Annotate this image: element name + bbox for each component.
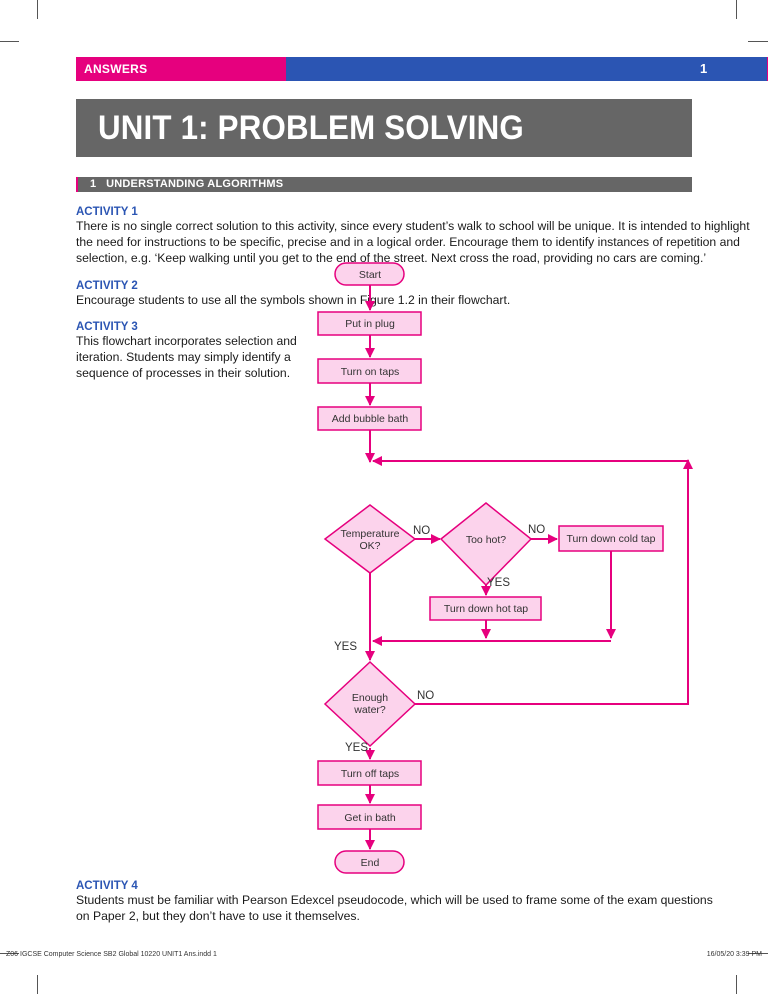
crop-mark bbox=[0, 953, 19, 954]
temperature-label: Temperature bbox=[341, 528, 400, 540]
text-line: the need for instructions to be specific… bbox=[76, 235, 740, 249]
no-label-too-hot: NO bbox=[528, 524, 545, 536]
activity-heading: ACTIVITY 1 bbox=[76, 206, 138, 218]
text-line: on Paper 2, but they don’t have to use i… bbox=[76, 909, 360, 923]
no-label-enough-water: NO bbox=[417, 690, 434, 702]
add-bubble-bath-label: Add bubble bath bbox=[332, 413, 409, 425]
footer-file-info: Z06 IGCSE Computer Science SB2 Global 10… bbox=[6, 951, 217, 958]
text-line: There is no single correct solution to t… bbox=[76, 219, 750, 233]
crop-mark bbox=[37, 0, 38, 19]
section-number: 1 bbox=[90, 178, 97, 190]
process-box-get-in-bath bbox=[317, 804, 422, 830]
end-label: End bbox=[361, 857, 380, 869]
activity-text: This flowchart incorporates selection an… bbox=[76, 333, 316, 381]
turn-down-cold-tap-label: Turn down cold tap bbox=[567, 533, 656, 545]
decision-enough-water bbox=[323, 660, 417, 748]
start-terminator bbox=[334, 262, 405, 286]
text-line: sequence of processes in their solution. bbox=[76, 366, 291, 380]
get-in-bath-label: Get in bath bbox=[344, 812, 396, 824]
crop-mark bbox=[736, 975, 737, 994]
activity-text: Students must be familiar with Pearson E… bbox=[76, 892, 713, 924]
header-section-label: ANSWERS bbox=[84, 62, 148, 76]
temperature-ok-label: OK? bbox=[359, 540, 380, 552]
water-label: water? bbox=[353, 704, 386, 716]
crop-mark bbox=[0, 41, 19, 42]
activity-text: There is no single correct solution to t… bbox=[76, 218, 750, 266]
section-heading: 1 UNDERSTANDING ALGORITHMS bbox=[90, 178, 283, 190]
yes-label-enough-water: YES bbox=[345, 742, 368, 754]
no-label-temperature: NO bbox=[413, 525, 430, 537]
activity-heading: ACTIVITY 2 bbox=[76, 280, 138, 292]
process-box-turn-down-cold-tap bbox=[558, 525, 664, 552]
section-title: UNDERSTANDING ALGORITHMS bbox=[106, 178, 284, 190]
crop-mark bbox=[37, 975, 38, 994]
turn-off-taps-label: Turn off taps bbox=[341, 768, 399, 780]
turn-on-taps-label: Turn on taps bbox=[341, 366, 400, 378]
activity-text: Encourage students to use all the symbol… bbox=[76, 292, 692, 308]
decision-too-hot bbox=[439, 502, 533, 587]
footer-timestamp: 16/05/20 3:39 PM bbox=[706, 951, 762, 958]
process-box-add-bubble-bath bbox=[317, 406, 422, 431]
unit-title: UNIT 1: PROBLEM SOLVING bbox=[98, 109, 524, 147]
loop-line bbox=[415, 461, 689, 705]
section-heading-bar: 1 UNDERSTANDING ALGORITHMS bbox=[76, 177, 692, 192]
crop-mark bbox=[736, 0, 737, 19]
text-line: This flowchart incorporates selection an… bbox=[76, 334, 297, 348]
header-pink-block bbox=[76, 57, 286, 81]
text-line: selection, e.g. ‘Keep walking until you … bbox=[76, 251, 707, 265]
text-line: Encourage students to use all the symbol… bbox=[76, 293, 511, 307]
process-box-turn-down-hot-tap bbox=[429, 596, 542, 621]
too-hot-label: Too hot? bbox=[466, 534, 506, 546]
yes-label-temperature: YES bbox=[334, 641, 357, 653]
text-line: Students must be familiar with Pearson E… bbox=[76, 893, 713, 907]
activity-heading: ACTIVITY 4 bbox=[76, 880, 138, 892]
page-number: 1 bbox=[700, 61, 708, 76]
header-bar: ANSWERS 1 bbox=[76, 57, 768, 81]
yes-label-too-hot: YES bbox=[487, 577, 510, 589]
enough-label: Enough bbox=[352, 692, 388, 704]
activity-heading: ACTIVITY 3 bbox=[76, 321, 138, 333]
process-box-turn-on-taps bbox=[317, 358, 422, 384]
turn-down-hot-tap-label: Turn down hot tap bbox=[444, 603, 528, 615]
end-terminator bbox=[334, 850, 405, 874]
crop-mark bbox=[748, 41, 768, 42]
text-line: iteration. Students may simply identify … bbox=[76, 350, 291, 364]
header-blue-block bbox=[286, 57, 767, 81]
unit-title-bar: UNIT 1: PROBLEM SOLVING bbox=[76, 99, 692, 157]
crop-mark bbox=[748, 953, 768, 954]
put-in-plug-label: Put in plug bbox=[345, 318, 395, 330]
process-box-turn-off-taps bbox=[317, 760, 422, 786]
start-label: Start bbox=[359, 269, 381, 281]
decision-temperature-ok bbox=[323, 504, 417, 574]
process-box-put-in-plug bbox=[317, 311, 422, 336]
